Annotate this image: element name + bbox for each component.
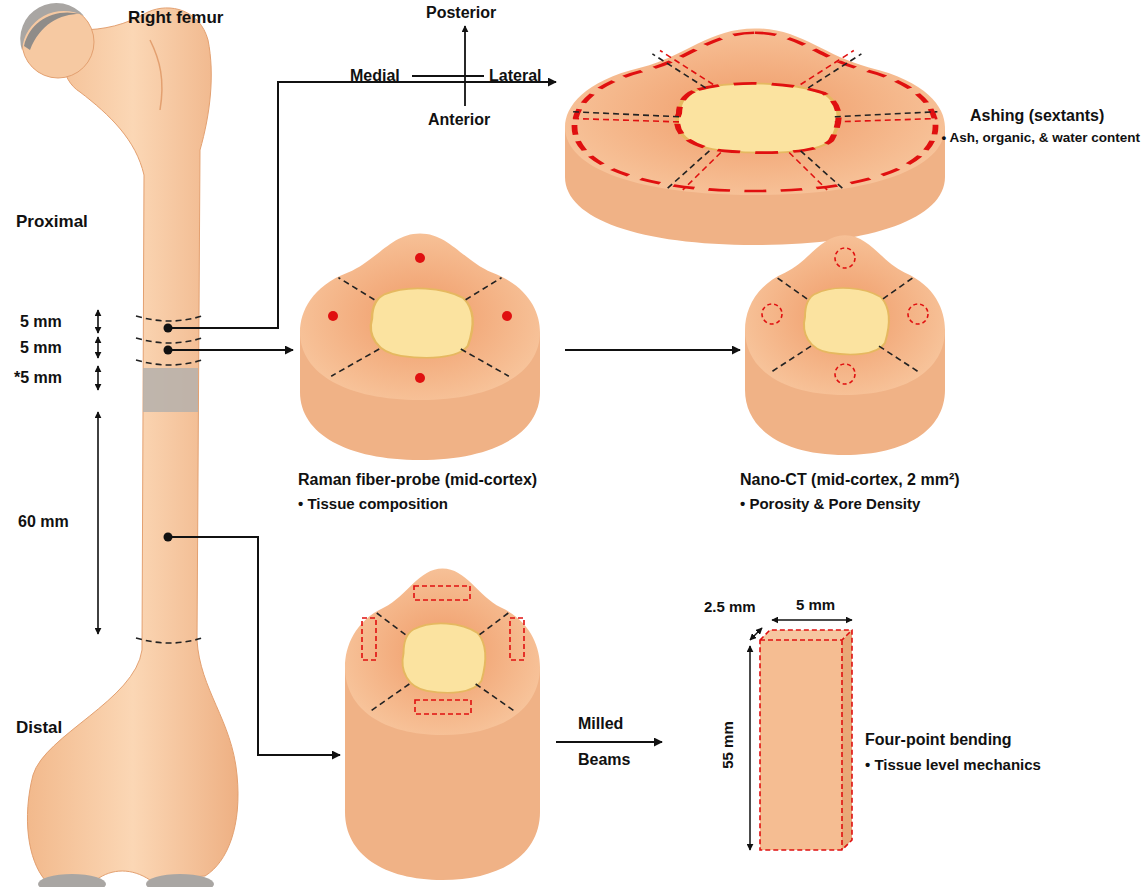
text-label: 2.5 mm [704, 598, 756, 616]
section-node: Four-point bending • Tissue level mechani… [700, 590, 1140, 860]
dimension-arrows [97, 310, 99, 634]
section-node: Ashing (sextants) • Ash, organic, & water… [560, 20, 1144, 255]
text-label: *5 mm [14, 368, 62, 387]
caption-heading: Ashing (sextants) [970, 106, 1104, 125]
caption-bullet: • Tissue composition [298, 495, 448, 513]
beam [750, 620, 852, 850]
text-label: Medial [350, 66, 400, 85]
caption-heading: Nano-CT (mid-cortex, 2 mm²) [740, 470, 960, 489]
text-label: Beams [578, 750, 630, 769]
text-label: 5 mm [796, 596, 835, 614]
section-node: Raman fiber-probe (mid-cortex) • Tissue c… [295, 225, 565, 525]
flow-arrow [565, 349, 740, 351]
text-label: 60 mm [18, 512, 69, 531]
ashing-section [565, 28, 945, 245]
text-label: Posterior [426, 3, 496, 22]
text-label: Anterior [428, 110, 490, 129]
caption-heading: Four-point bending [865, 730, 1012, 749]
bending-section [345, 568, 540, 880]
nanoct-section [745, 235, 945, 455]
raman-section [300, 233, 540, 460]
text-label: Milled [578, 714, 623, 733]
compass [412, 26, 484, 106]
caption-bullet: • Tissue level mechanics [865, 756, 1041, 774]
section-node: Nano-CT (mid-cortex, 2 mm²) • Porosity & … [740, 225, 1080, 525]
caption-bullet: • Ash, organic, & water content [941, 130, 1140, 146]
caption-heading: Raman fiber-probe (mid-cortex) [298, 470, 537, 489]
text-label: Distal [16, 718, 62, 738]
caption-bullet: • Porosity & Pore Density [740, 495, 920, 513]
text-label: 5 mm [20, 338, 62, 357]
text-label: 55 mm [719, 721, 737, 769]
text-label: Lateral [489, 66, 541, 85]
text-label: Proximal [16, 212, 88, 232]
text-label: 5 mm [20, 312, 62, 331]
femur [20, 3, 238, 887]
text-label: Right femur [128, 8, 223, 28]
